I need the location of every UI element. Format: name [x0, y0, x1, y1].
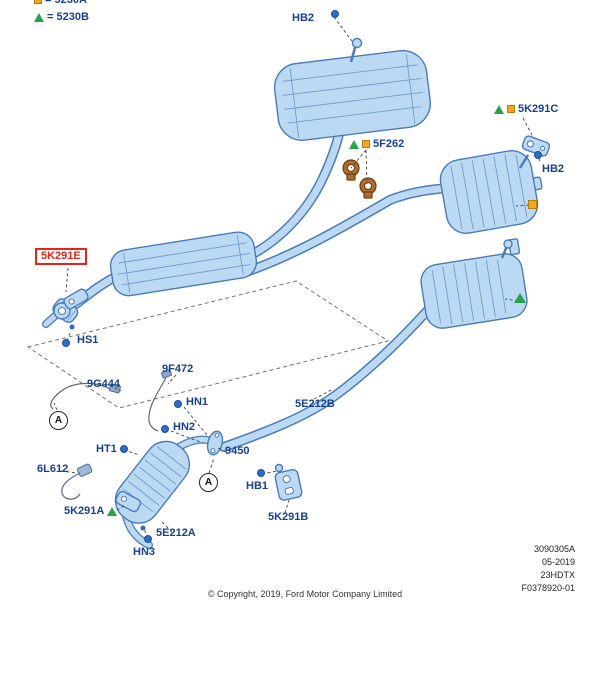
- clamp-5f262-a: [342, 159, 360, 181]
- copyright-text: © Copyright, 2019, Ford Motor Company Li…: [207, 589, 403, 599]
- rear-muffler-right: [439, 150, 543, 234]
- square-marker-icon: [362, 140, 370, 148]
- hanger-isolator-top: [351, 37, 363, 49]
- callout-5k291c: 5K291C: [494, 103, 558, 115]
- hanger-bracket-front: [63, 288, 89, 310]
- label-5e212a[interactable]: 5E212A: [156, 527, 196, 539]
- square-marker-icon: [507, 105, 515, 113]
- flange-9450: [206, 430, 224, 456]
- hanger-bracket-5k291c: [521, 135, 551, 157]
- oxygen-sensor-9f472: [148, 369, 172, 432]
- label-ht1[interactable]: HT1: [96, 443, 117, 455]
- fastener-dot-hn1: [174, 400, 182, 408]
- label-hn3[interactable]: HN3: [133, 546, 156, 558]
- bracket-5k291a: [115, 490, 142, 513]
- triangle-marker-lower-muffler: [514, 293, 526, 303]
- stamp-line-2: 05-2019: [541, 557, 575, 567]
- label-hs1[interactable]: HS1: [77, 334, 99, 346]
- label-9f472[interactable]: 9F472: [162, 363, 194, 375]
- bracket-5k291b: [274, 469, 303, 501]
- label-5k291b[interactable]: 5K291B: [268, 511, 309, 523]
- hs1-bolt: [69, 324, 75, 330]
- legend-label-5230b: = 5230B: [47, 11, 89, 23]
- hanger-isolator-lower: [503, 239, 513, 249]
- fastener-dot-hb1: [257, 469, 265, 477]
- oxygen-sensor-6l612: [61, 463, 93, 500]
- fastener-dot-hb2-right: [534, 151, 542, 159]
- legend-item-5230a: = 5230A: [34, 0, 87, 6]
- leader-lines: [53, 16, 541, 539]
- label-hb1[interactable]: HB1: [246, 480, 269, 492]
- clamp-5f262-b: [359, 177, 377, 199]
- rear-muffler-lower: [420, 238, 528, 329]
- stamp-line-4: F0378920-01: [521, 583, 575, 593]
- label-5k291a[interactable]: 5K291A: [64, 505, 105, 517]
- drawing-stamp: 3090305A 05-2019 23HDTX F0378920-01: [500, 543, 575, 595]
- fastener-dot-hs1: [62, 339, 70, 347]
- triangle-marker-icon: [107, 506, 118, 516]
- fastener-dot-hn3: [144, 535, 152, 543]
- stamp-line-3: 23HDTX: [540, 570, 575, 580]
- hanger-rod-right: [518, 154, 530, 169]
- label-9g444[interactable]: 9G444: [87, 378, 121, 390]
- hanger-pin-hb1: [274, 463, 284, 473]
- label-5k291e-selected[interactable]: 5K291E: [35, 248, 87, 265]
- center-muffler: [109, 231, 258, 297]
- triangle-marker-icon: [349, 139, 359, 149]
- label-6l612[interactable]: 6L612: [37, 463, 69, 475]
- label-5e212b[interactable]: 5E212B: [295, 398, 335, 410]
- assembly-boundary-dashes: [26, 280, 390, 409]
- label-hn2[interactable]: HN2: [173, 421, 196, 433]
- fastener-dot-hb2-top: [331, 10, 339, 18]
- label-5k291c[interactable]: 5K291C: [518, 103, 559, 115]
- view-callout-a-1: A: [49, 411, 68, 430]
- triangle-marker-icon: [494, 104, 504, 114]
- rear-muffler-upper: [273, 49, 432, 141]
- fastener-dot-hn2: [161, 425, 169, 433]
- label-hb2-right[interactable]: HB2: [542, 163, 565, 175]
- fastener-dot-ht1: [120, 445, 128, 453]
- view-callout-a-2: A: [199, 473, 218, 492]
- label-hb2-top[interactable]: HB2: [292, 12, 315, 24]
- legend-label-5230a: = 5230A: [45, 0, 87, 6]
- triangle-marker-icon: [34, 12, 44, 22]
- hn3-bolt: [140, 525, 146, 531]
- label-9450[interactable]: 9450: [225, 445, 250, 457]
- square-marker-right-muffler: [528, 200, 537, 209]
- isolator-ring-hole: [58, 307, 66, 315]
- square-marker-icon: [34, 0, 42, 4]
- label-5f262[interactable]: 5F262: [373, 138, 405, 150]
- callout-5f262: 5F262: [349, 138, 404, 150]
- legend-item-5230b: = 5230B: [34, 11, 89, 23]
- callout-5k291a: 5K291A: [64, 505, 118, 517]
- stamp-line-1: 3090305A: [533, 544, 575, 554]
- label-hn1[interactable]: HN1: [186, 396, 209, 408]
